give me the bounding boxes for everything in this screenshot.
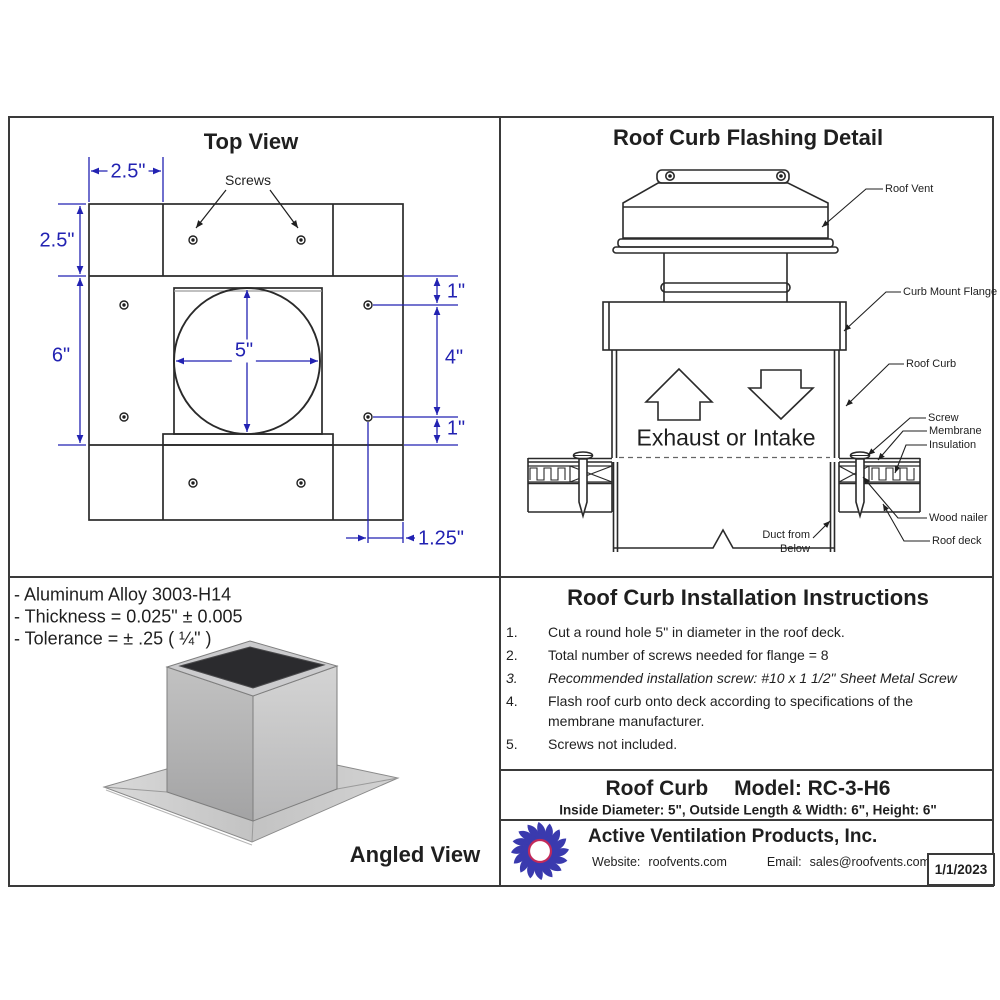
product-name: Roof Curb bbox=[605, 777, 709, 800]
item-number: 4. bbox=[506, 693, 518, 709]
flashing-detail-title: Roof Curb Flashing Detail bbox=[612, 125, 884, 150]
product-model-line: Roof Curb Model: RC-3-H6 bbox=[606, 777, 891, 801]
top-view-dimension-lines bbox=[58, 157, 458, 543]
wood-nailer-label: Wood nailer bbox=[929, 512, 988, 524]
dim-screw-edge: 1.25" bbox=[414, 527, 468, 551]
item-number: 2. bbox=[506, 647, 518, 663]
email-value: sales@roofvents.com bbox=[809, 855, 931, 869]
duct-label-line2: Below bbox=[780, 542, 810, 555]
item-number: 1. bbox=[506, 624, 518, 640]
item-number: 3. bbox=[506, 670, 518, 686]
item-text: Total number of screws needed for flange… bbox=[548, 647, 829, 663]
product-dimensions: Inside Diameter: 5", Outside Length & Wi… bbox=[559, 802, 937, 818]
exhaust-intake-label: Exhaust or Intake bbox=[636, 424, 816, 451]
dim-screw-top: 1" bbox=[446, 280, 466, 303]
duct-label-line1: Duct from bbox=[762, 529, 810, 541]
dim-curb-side: 6" bbox=[51, 344, 71, 367]
dim-hole-diameter: 5" bbox=[231, 339, 257, 363]
company-section-divider bbox=[500, 819, 992, 821]
dim-flange-left: 2.5" bbox=[39, 229, 75, 252]
dim-screw-bottom: 1" bbox=[446, 417, 466, 440]
instruction-item: 1. Cut a round hole 5" in diameter in th… bbox=[506, 622, 984, 642]
top-view-screw-symbols bbox=[119, 235, 373, 488]
membrane-label: Membrane bbox=[929, 425, 982, 437]
instruction-item: 5. Screws not included. bbox=[506, 734, 984, 754]
curb-mount-flange-label: Curb Mount Flange bbox=[903, 286, 998, 298]
instruction-item: 2. Total number of screws needed for fla… bbox=[506, 645, 984, 665]
top-view-drawing bbox=[88, 203, 404, 521]
roof-deck-label: Roof deck bbox=[932, 535, 982, 547]
material-spec: - Aluminum Alloy 3003-H14 bbox=[14, 584, 232, 605]
flashing-detail-drawing bbox=[527, 169, 921, 552]
revision-date: 1/1/2023 bbox=[934, 862, 988, 877]
thickness-spec: - Thickness = 0.025" ± 0.005 bbox=[14, 606, 243, 627]
model-section-divider bbox=[500, 769, 992, 771]
top-view-title: Top View bbox=[203, 129, 299, 154]
roof-vent-label: Roof Vent bbox=[885, 183, 934, 195]
horizontal-divider bbox=[8, 576, 994, 578]
sheet-border bbox=[8, 116, 994, 887]
screw-label: Screw bbox=[928, 412, 959, 424]
product-model: Model: RC-3-H6 bbox=[734, 777, 891, 800]
website-value: roofvents.com bbox=[648, 855, 727, 869]
screws-label: Screws bbox=[225, 172, 271, 188]
company-contact-line: Website: roofvents.com Email: sales@roof… bbox=[592, 855, 930, 869]
website-label: Website: bbox=[592, 855, 641, 869]
instruction-item: 4. Flash roof curb onto deck according t… bbox=[506, 691, 984, 731]
item-number: 5. bbox=[506, 736, 518, 752]
flashing-leader-lines bbox=[812, 188, 930, 542]
company-logo bbox=[511, 822, 569, 880]
angled-view-photo bbox=[102, 640, 400, 846]
instruction-item: 3. Recommended installation screw: #10 x… bbox=[506, 668, 984, 688]
roof-curb-label: Roof Curb bbox=[906, 358, 957, 370]
angled-view-title: Angled View bbox=[349, 842, 481, 867]
duct-from-below-label: Duct from Below bbox=[748, 529, 810, 556]
insulation-label: Insulation bbox=[929, 439, 977, 451]
item-text: Screws not included. bbox=[548, 736, 678, 752]
email-label: Email: bbox=[766, 855, 802, 869]
item-text: Recommended installation screw: #10 x 1 … bbox=[548, 670, 957, 686]
date-box: 1/1/2023 bbox=[927, 853, 995, 886]
item-text: Flash roof curb onto deck according to s… bbox=[548, 693, 913, 729]
tolerance-spec: - Tolerance = ± .25 ( ¼" ) bbox=[14, 628, 212, 649]
instructions-list: 1. Cut a round hole 5" in diameter in th… bbox=[506, 622, 984, 757]
dim-screw-span: 4" bbox=[444, 346, 464, 369]
dim-flange-top: 2.5" bbox=[107, 160, 149, 184]
vertical-divider bbox=[499, 116, 501, 887]
instructions-title: Roof Curb Installation Instructions bbox=[567, 585, 929, 610]
screws-leader-lines bbox=[195, 189, 299, 229]
item-text: Cut a round hole 5" in diameter in the r… bbox=[548, 624, 845, 640]
company-name: Active Ventilation Products, Inc. bbox=[588, 826, 878, 847]
